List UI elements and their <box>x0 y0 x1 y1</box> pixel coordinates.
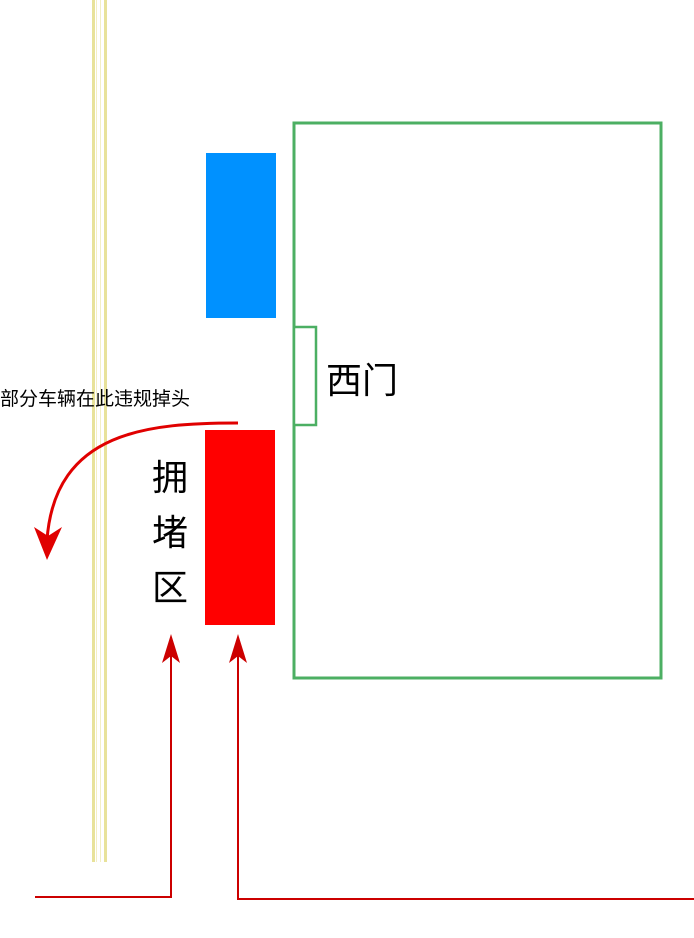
right-flow-arrowhead <box>229 634 247 663</box>
blue-block <box>206 153 276 318</box>
left-flow-arrowhead <box>162 634 180 663</box>
congestion-label-char-3: 区 <box>152 568 188 609</box>
west-gate-marker <box>292 325 318 427</box>
left-flow-line <box>35 640 172 898</box>
congestion-label-char-1: 拥 <box>152 458 188 499</box>
uturn-note: 部分车辆在此违规掉头 <box>0 388 190 410</box>
road-centerline <box>92 0 107 862</box>
congestion-label-char-2: 堵 <box>152 513 188 554</box>
congestion-block <box>205 430 275 625</box>
uturn-arrowhead <box>34 527 62 560</box>
west-gate-label: 西门 <box>326 361 398 402</box>
uturn-arrow <box>45 421 239 541</box>
right-flow-line <box>237 640 694 900</box>
